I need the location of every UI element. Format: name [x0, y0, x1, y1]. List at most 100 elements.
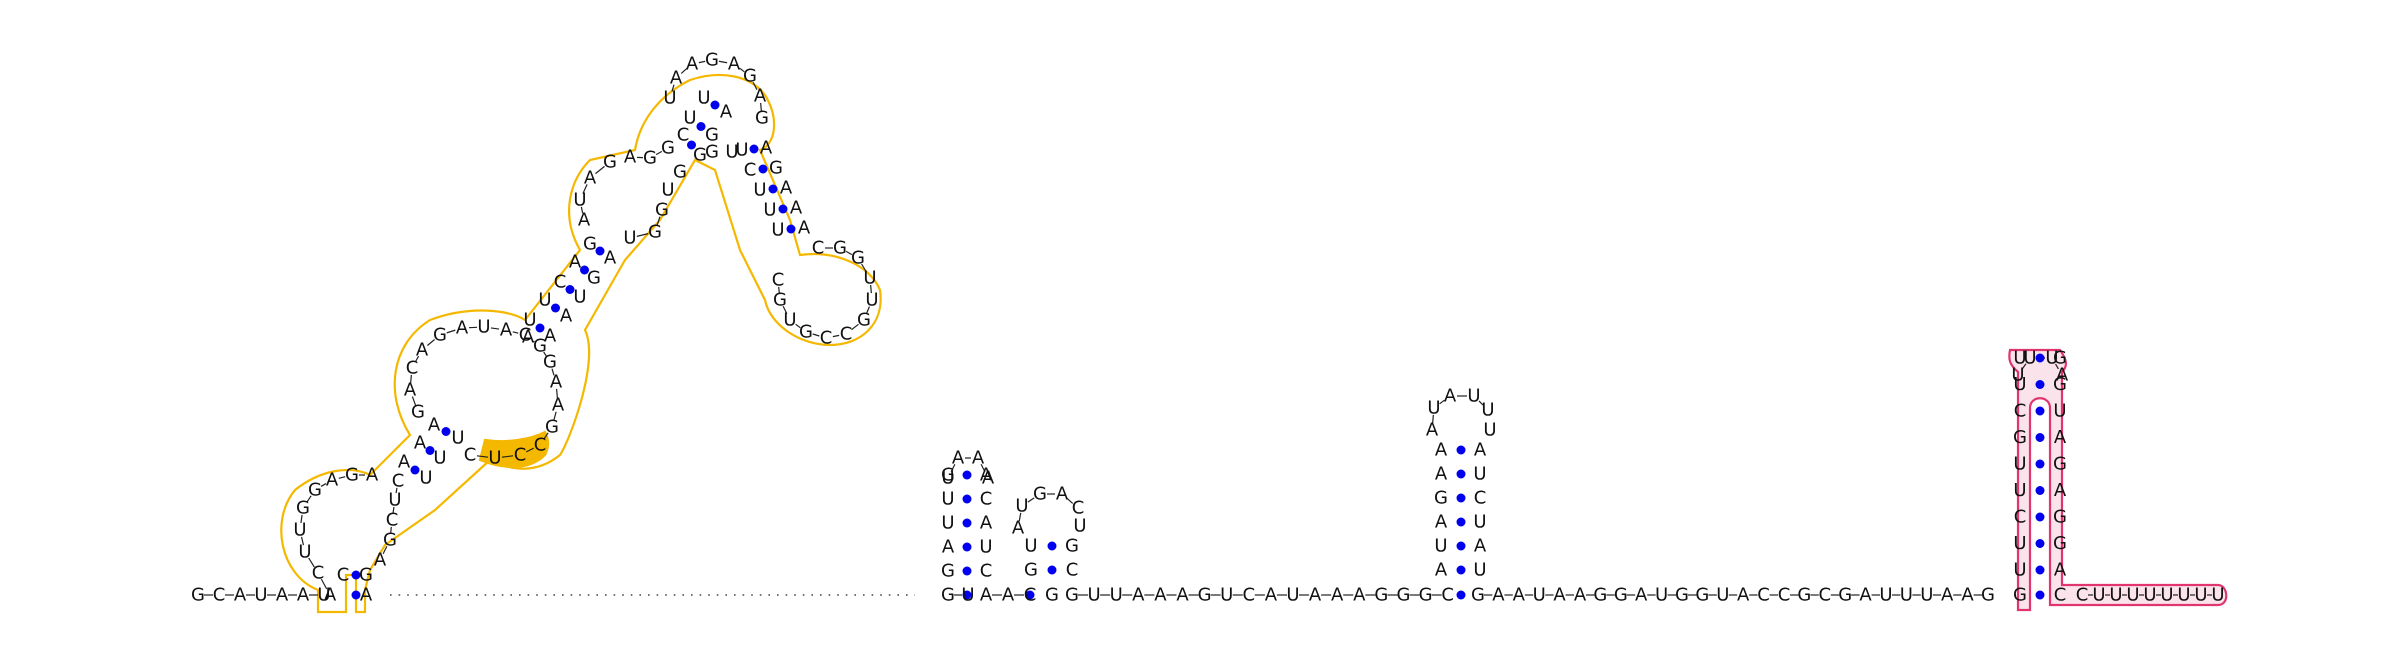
loop-nucleotide: G: [545, 417, 559, 438]
nucleotide: C: [554, 272, 567, 293]
nucleotide: A: [360, 585, 373, 606]
tail-nucleotide: C: [2076, 585, 2089, 606]
stem-nucleotide: G: [941, 465, 955, 486]
backbone-link: [501, 455, 514, 458]
backbone-link: [543, 432, 549, 440]
backbone-link: [512, 331, 519, 334]
backbone-link: [1439, 399, 1445, 405]
linker-nucleotide: A: [1961, 585, 1974, 606]
linker-nucleotide: A: [1154, 585, 1167, 606]
linker-nucleotide: U: [1879, 585, 1892, 606]
backbone-link: [950, 463, 956, 473]
loop-nucleotide: G: [308, 480, 322, 501]
loop-nucleotide: G: [773, 290, 787, 311]
backbone-link: [556, 388, 558, 399]
stem-nucleotide: U: [1473, 512, 1486, 533]
linker-nucleotide: C: [1778, 585, 1791, 606]
backbone-link: [300, 536, 305, 546]
backbone-link: [636, 233, 649, 237]
linker-nucleotide: C: [1243, 585, 1256, 606]
nucleotide: C: [744, 160, 757, 181]
nucleotide: U: [523, 310, 536, 331]
linker-nucleotide: G: [1695, 585, 1709, 606]
backbone-link: [1432, 414, 1434, 424]
linker-nucleotide: A: [1331, 585, 1344, 606]
loop-nucleotide: A: [404, 380, 417, 401]
nucleotide: A: [980, 585, 993, 606]
loop-nucleotide: C: [840, 324, 853, 345]
linker-nucleotide: G: [1065, 585, 1079, 606]
base-pair-dot: [1047, 565, 1057, 575]
linker-nucleotide: G: [1593, 585, 1607, 606]
stem-nucleotide: A: [980, 465, 993, 486]
base-pair-dot: [962, 590, 972, 600]
loop-nucleotide: A: [578, 210, 591, 231]
base-pair-dot: [710, 100, 720, 110]
base-pair-dot: [696, 122, 706, 131]
nucleotide: U: [623, 228, 636, 249]
nucleotide: A: [1002, 585, 1015, 606]
base-pair-dot: [551, 303, 560, 313]
nucleotide: A: [414, 433, 427, 454]
tail-nucleotide: U: [317, 585, 330, 606]
nucleotide: U: [725, 142, 738, 163]
backbone-link: [795, 323, 801, 329]
nucleotide: A: [569, 252, 582, 273]
backbone-link: [300, 514, 303, 524]
backbone-link: [866, 306, 870, 314]
loop-nucleotide: U: [1073, 516, 1086, 537]
loop-nucleotide: A: [686, 54, 699, 75]
tail-nucleotide: A: [234, 585, 247, 606]
nucleotide: U: [961, 585, 974, 606]
linker-nucleotide: U: [1286, 585, 1299, 606]
loop-nucleotide: A: [326, 470, 339, 491]
base-pair-dot: [1456, 541, 1466, 551]
stem-nucleotide: U: [941, 489, 954, 510]
loop-nucleotide: G: [857, 310, 871, 331]
backbone-link: [870, 284, 872, 294]
backbone-link: [812, 333, 820, 337]
linker-nucleotide: U: [1110, 585, 1123, 606]
nucleotide: G: [705, 142, 719, 163]
stem-nucleotide: U: [2053, 401, 2066, 422]
base-pair-dot: [1456, 517, 1466, 527]
nucleotide: C: [337, 565, 350, 586]
backbone-link: [395, 487, 398, 494]
backbone-link: [426, 339, 436, 346]
backbone-link: [832, 334, 840, 338]
linker-nucleotide: U: [1920, 585, 1933, 606]
nucleotide: G: [1045, 585, 1059, 606]
nucleotide: C: [392, 471, 405, 492]
nucleotide: C: [2054, 585, 2067, 606]
backbone-link: [392, 506, 395, 514]
stem-nucleotide: A: [980, 513, 993, 534]
backbone-link: [698, 60, 706, 64]
tail-nucleotide: U: [254, 585, 267, 606]
linker-nucleotide: C: [1441, 585, 1454, 606]
linker-nucleotide: A: [1553, 585, 1566, 606]
loop-nucleotide: G: [345, 465, 359, 486]
stem-nucleotide: A: [942, 537, 955, 558]
linker-nucleotide: G: [1198, 585, 1212, 606]
backbone-link: [595, 165, 605, 175]
stem-nucleotide: A: [2054, 427, 2067, 448]
backbone-link: [980, 463, 986, 473]
loop-nucleotide: U: [783, 310, 796, 331]
linker-nucleotide: A: [1859, 585, 1872, 606]
backbone-link: [861, 263, 867, 273]
loop-nucleotide: G: [705, 50, 719, 71]
tail-nucleotide: U: [2177, 585, 2190, 606]
stem-nucleotide: U: [1024, 536, 1037, 557]
loop-nucleotide: C: [820, 328, 833, 349]
backbone-link: [490, 327, 500, 330]
loop-nucleotide: A: [1444, 386, 1457, 407]
tail-nucleotide: G: [191, 585, 205, 606]
backbone-link: [1018, 512, 1022, 522]
nucleotide: A: [604, 248, 617, 269]
base-pair-dot: [565, 285, 575, 294]
stem-nucleotide: A: [1435, 464, 1448, 485]
base-pair-dot: [2035, 590, 2045, 600]
stem-nucleotide: G: [2053, 374, 2067, 395]
nucleotide: G: [359, 565, 373, 586]
